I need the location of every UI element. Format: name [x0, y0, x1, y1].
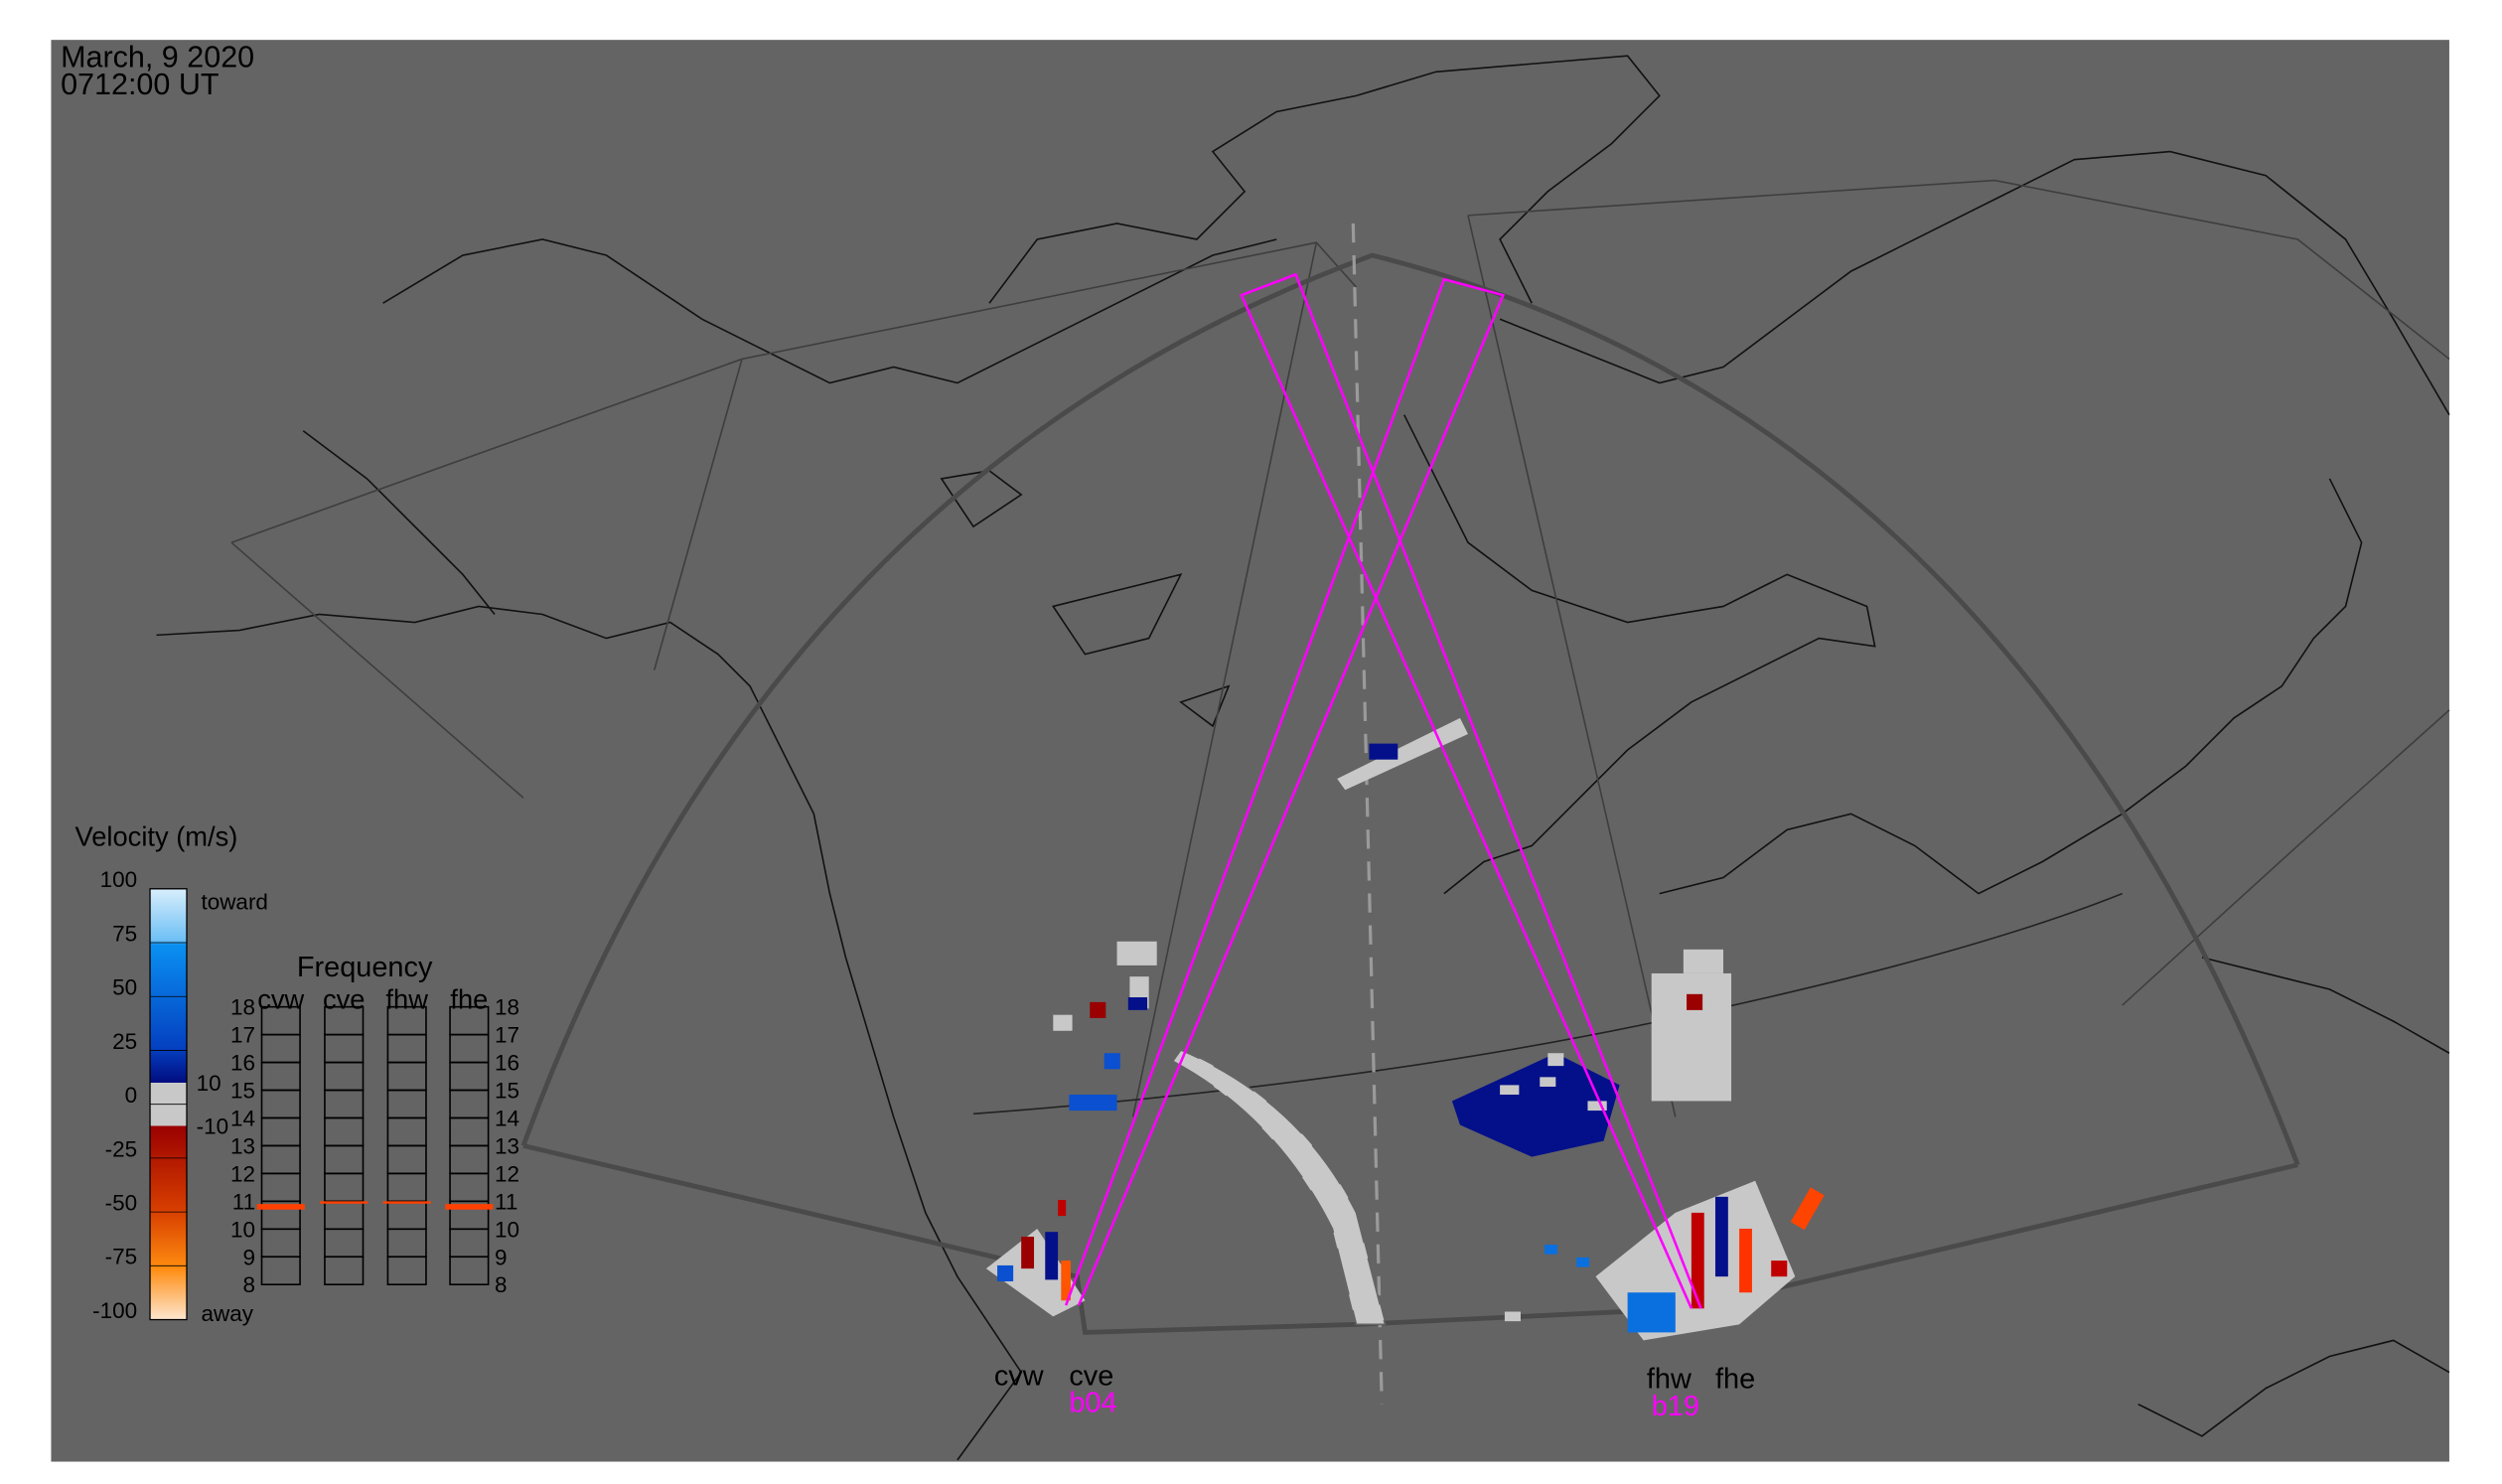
frequency-cell — [260, 1005, 301, 1036]
frequency-cell — [324, 1005, 365, 1036]
station-labels: cvw cve b04 fhw fhe b19 — [994, 1360, 1755, 1422]
frequency-marker-cve — [320, 1201, 368, 1204]
beam-outlines — [1064, 272, 1702, 1309]
frequency-tick-left: 18 — [230, 995, 255, 1020]
station-cve: cve — [1069, 1360, 1113, 1392]
frequency-legend-title: Frequency — [297, 952, 433, 983]
frequency-tick-right: 12 — [495, 1161, 519, 1186]
date-label: March, 9 2020 — [61, 40, 254, 74]
frequency-tick-right: 8 — [495, 1272, 508, 1297]
map-background — [51, 40, 2449, 1462]
fov-outlines — [230, 179, 2450, 1405]
time-label: 0712:00 UT — [61, 68, 219, 101]
station-fhe: fhe — [1715, 1364, 1755, 1396]
frequency-tick-left: 11 — [232, 1189, 255, 1214]
velocity-tick-label: -25 — [105, 1136, 137, 1161]
frequency-cell — [386, 1005, 427, 1036]
frequency-column-fhe: fhe — [450, 983, 488, 1014]
frequency-tick-left: 15 — [230, 1079, 255, 1104]
frequency-tick-right: 18 — [495, 995, 519, 1020]
frequency-marker-cvw — [256, 1204, 305, 1210]
frequency-cell — [449, 1005, 490, 1036]
frequency-tick-left: 12 — [230, 1161, 255, 1186]
toward-label: toward — [201, 890, 268, 915]
frequency-tick-left: 9 — [243, 1245, 256, 1269]
velocity-tick-label: -75 — [105, 1245, 137, 1269]
frequency-tick-left: 13 — [230, 1133, 255, 1158]
frequency-tick-right: 11 — [495, 1189, 517, 1214]
velocity-tick-label: -100 — [92, 1298, 137, 1323]
frequency-tick-right: 17 — [495, 1023, 519, 1048]
velocity-legend-title: Velocity (m/s) — [75, 820, 238, 851]
echo-fan-right — [1504, 1180, 1825, 1341]
velocity-tick-label: 25 — [112, 1029, 137, 1054]
velocity-inner-tick-label: 10 — [197, 1071, 221, 1096]
velocity-tick-label: 50 — [112, 975, 137, 1000]
echo-cluster-east — [1451, 1053, 1620, 1157]
frequency-tick-left: 8 — [243, 1272, 256, 1297]
frequency-tick-right: 10 — [495, 1217, 519, 1242]
velocity-inner-tick-label: -10 — [197, 1113, 229, 1138]
velocity-legend: Velocity (m/s) 100 75 50 25 0 -25 -50 -75 -100 10… — [75, 820, 268, 1326]
frequency-tick-left: 14 — [230, 1107, 255, 1131]
frequency-column-cve: cve — [323, 983, 365, 1014]
away-label: away — [201, 1301, 253, 1326]
frequency-tick-right: 9 — [495, 1245, 508, 1269]
velocity-tick-label: 0 — [125, 1083, 138, 1108]
station-cvw: cvw — [994, 1360, 1044, 1392]
beam-label-b19: b19 — [1652, 1391, 1699, 1422]
frequency-marker-fhw — [382, 1201, 431, 1204]
frequency-tick-right: 16 — [495, 1051, 519, 1076]
frequency-tick-right: 15 — [495, 1079, 519, 1104]
coastlines — [156, 55, 2450, 1461]
velocity-tick-label: -50 — [105, 1190, 137, 1215]
frequency-tick-left: 10 — [230, 1217, 255, 1242]
frequency-tick-left: 16 — [230, 1051, 255, 1076]
velocity-tick-label: 75 — [112, 921, 137, 946]
station-fhw: fhw — [1647, 1364, 1692, 1396]
echo-fan-left — [985, 1200, 1086, 1317]
timestamp: March, 9 2020 0712:00 UT — [61, 40, 254, 100]
velocity-tick-label: 100 — [100, 867, 138, 892]
frequency-column-cvw: cvw — [257, 983, 304, 1014]
beam-label-b04: b04 — [1069, 1388, 1116, 1419]
frequency-marker-fhe — [445, 1204, 494, 1210]
frequency-tick-right: 14 — [495, 1107, 519, 1131]
radar-echoes — [985, 717, 1825, 1341]
frequency-tick-right: 13 — [495, 1133, 519, 1158]
beam-b04 — [1064, 277, 1506, 1306]
beam-b19 — [1240, 272, 1702, 1309]
frequency-tick-left: 17 — [230, 1023, 255, 1048]
frequency-column-fhw: fhw — [385, 983, 428, 1014]
